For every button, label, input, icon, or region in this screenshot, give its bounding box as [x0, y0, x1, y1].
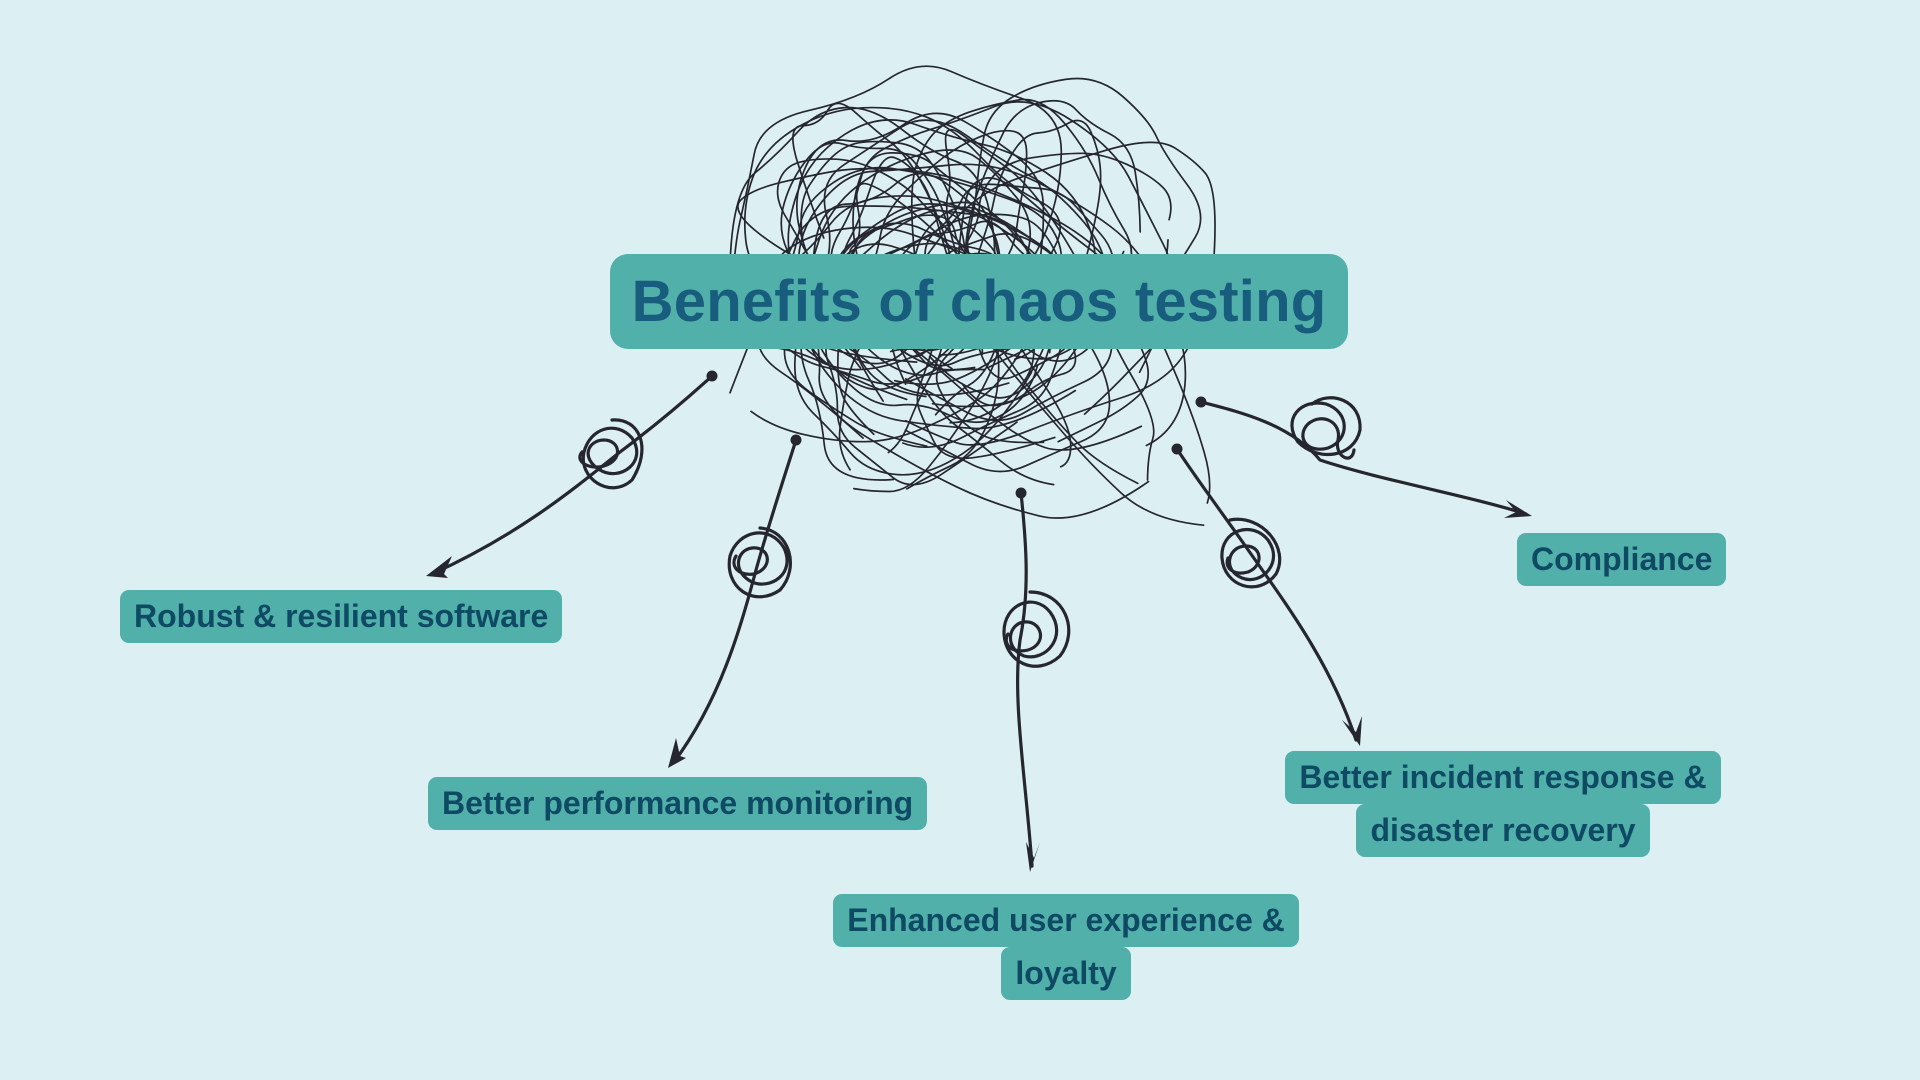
- benefit-incident-text-line-2: disaster recovery: [1356, 804, 1650, 857]
- benefit-incident: Better incident response & disaster reco…: [1282, 751, 1724, 857]
- arrow-robust-head: [426, 556, 452, 578]
- benefit-performance: Better performance monitoring: [428, 777, 928, 830]
- benefit-compliance-text: Compliance: [1517, 533, 1727, 586]
- benefit-incident-text-line-1: Better incident response &: [1285, 751, 1721, 804]
- arrow-ux-line: [1016, 491, 1034, 868]
- benefit-compliance: Compliance: [1517, 533, 1727, 586]
- arrow-compliance-loop: [1290, 396, 1362, 460]
- arrow-compliance: [1195, 396, 1532, 518]
- benefit-ux-text-line-1: Enhanced user experience &: [833, 894, 1299, 947]
- arrow-performance-loop: [727, 526, 792, 599]
- arrow-ux: [1002, 487, 1071, 872]
- arrow-performance-head: [668, 738, 686, 768]
- arrow-robust: [426, 370, 718, 578]
- scribble-stroke: [780, 141, 960, 365]
- benefit-ux: Enhanced user experience & loyalty: [832, 894, 1300, 1000]
- benefit-robust-text: Robust & resilient software: [120, 590, 563, 643]
- arrow-incident-head: [1342, 716, 1362, 746]
- arrow-incident: [1171, 443, 1362, 746]
- arrow-ux-loop: [1002, 590, 1071, 668]
- arrow-incident-line: [1175, 447, 1358, 742]
- scribble-stroke: [944, 128, 1155, 485]
- scribble-stroke: [729, 65, 1063, 371]
- arrow-performance-line: [672, 438, 798, 764]
- benefit-robust: Robust & resilient software: [120, 590, 563, 643]
- title-box: Benefits of chaos testing: [610, 254, 1348, 349]
- arrow-performance: [668, 434, 802, 768]
- scribble-stroke: [848, 182, 1072, 486]
- benefit-ux-text-line-2: loyalty: [1001, 947, 1131, 1000]
- arrow-compliance-line: [1199, 400, 1528, 516]
- scribble-stroke: [729, 106, 996, 385]
- scribble-stroke: [818, 119, 1113, 422]
- scribble-stroke: [910, 98, 1133, 362]
- benefit-performance-text: Better performance monitoring: [428, 777, 928, 830]
- arrow-incident-loop: [1220, 517, 1282, 589]
- arrow-compliance-head: [1504, 500, 1532, 518]
- arrow-ux-head: [1026, 842, 1040, 872]
- arrow-robust-line: [430, 374, 714, 576]
- arrow-robust-loop: [578, 418, 644, 490]
- diagram-title: Benefits of chaos testing: [631, 269, 1327, 334]
- scribble-stroke: [852, 101, 1176, 451]
